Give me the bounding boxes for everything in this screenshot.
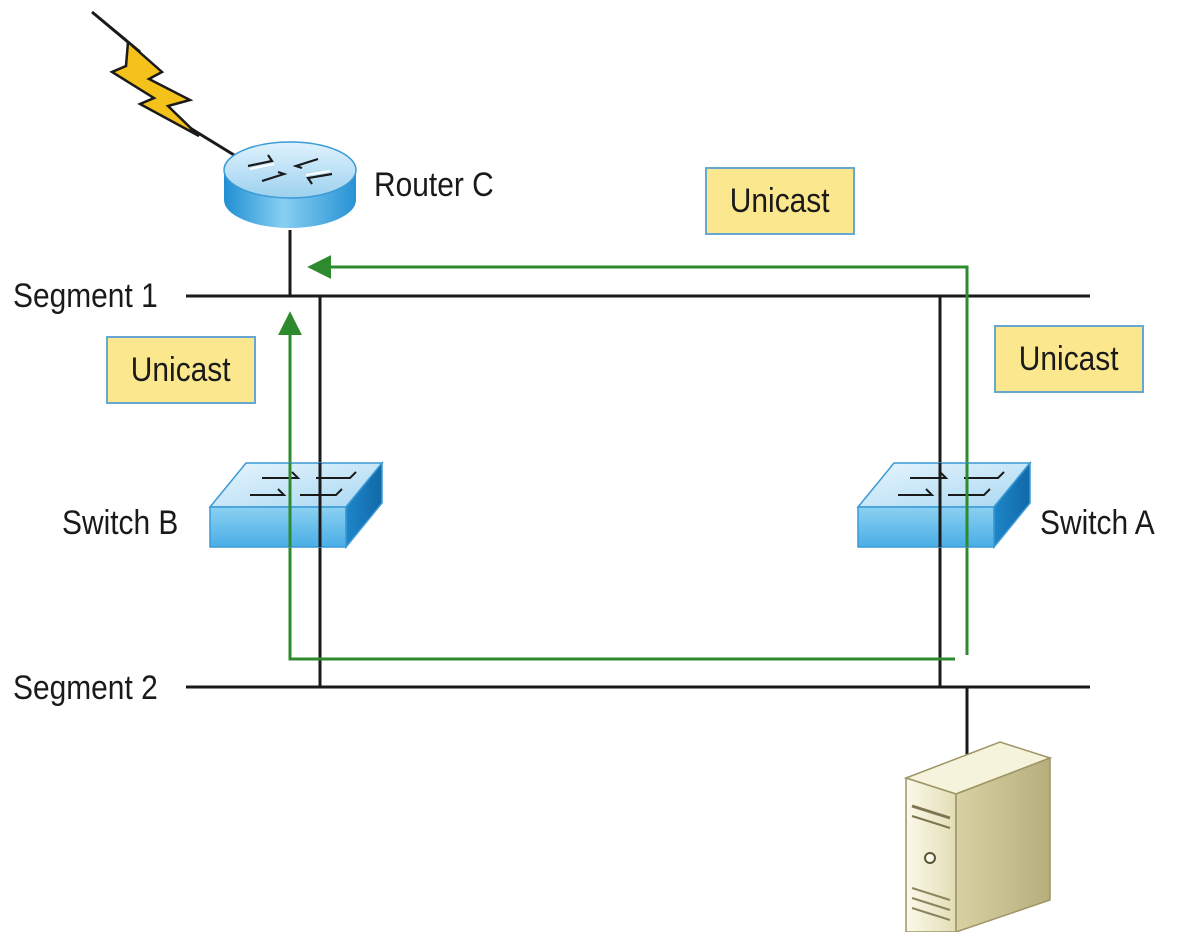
router-c-label: Router C [374, 166, 494, 204]
lightning-icon [91, 10, 235, 157]
unicast-path-right [307, 255, 969, 655]
server-icon [903, 741, 1053, 932]
unicast-badge-left: Unicast [106, 336, 256, 404]
unicast-path-left [278, 311, 955, 661]
switch-b-label: Switch B [62, 504, 179, 542]
segment-1-label: Segment 1 [13, 277, 158, 315]
switch-a-label: Switch A [1040, 504, 1155, 542]
unicast-badge-left-label: Unicast [131, 351, 231, 389]
switch-icon [856, 460, 1032, 550]
router-icon [223, 141, 357, 228]
unicast-badge-top: Unicast [705, 167, 855, 235]
unicast-badge-right-label: Unicast [1019, 340, 1119, 378]
segment-2-label: Segment 2 [13, 669, 158, 707]
unicast-badge-right: Unicast [994, 325, 1144, 393]
switch-icon [208, 460, 384, 550]
unicast-badge-top-label: Unicast [730, 182, 830, 220]
